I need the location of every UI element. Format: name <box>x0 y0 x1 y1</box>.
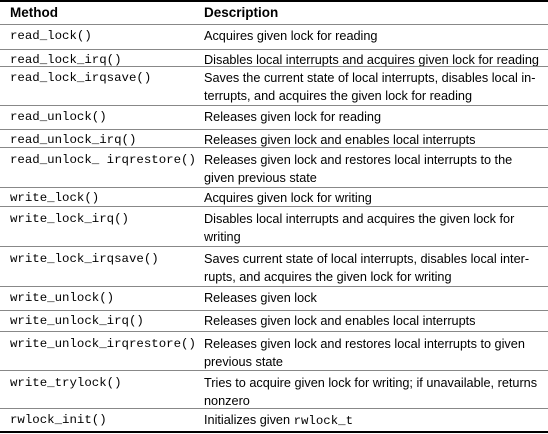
description-text: Initializes given <box>204 413 294 427</box>
type-name-code: rwlock_t <box>293 414 354 428</box>
method-description: Saves the current state of local interru… <box>204 69 544 105</box>
description-line: previous state <box>204 355 283 369</box>
description-line: Releases given lock and restores local i… <box>204 153 513 167</box>
method-description: Releases given lock <box>204 291 317 305</box>
row-divider <box>0 370 548 371</box>
row-divider <box>0 331 548 332</box>
method-description: Acquires given lock for writing <box>204 191 372 205</box>
method-description: Releases given lock and enables local in… <box>204 314 476 328</box>
method-description: Initializes given rwlock_t <box>204 411 544 430</box>
method-name: write_trylock() <box>10 376 122 390</box>
method-description: Saves current state of local interrupts,… <box>204 250 544 286</box>
description-line: rupts, and acquires the given lock for w… <box>204 270 452 284</box>
row-divider <box>0 408 548 409</box>
row-divider <box>0 246 548 247</box>
header-divider <box>0 24 548 25</box>
header-description: Description <box>204 5 279 20</box>
description-line: nonzero <box>204 394 250 408</box>
row-divider <box>0 206 548 207</box>
table-header: Method Description <box>0 3 548 24</box>
method-description: Releases given lock and enables local in… <box>204 133 476 147</box>
row-divider <box>0 49 548 50</box>
row-divider <box>0 187 548 188</box>
method-name: write_lock() <box>10 191 100 205</box>
header-method: Method <box>10 5 58 20</box>
method-name: write_lock_irqsave() <box>10 252 159 266</box>
method-name: read_unlock_irq() <box>10 133 137 147</box>
description-line: Disables local interrupts and acquires t… <box>204 212 515 226</box>
row-divider <box>0 105 548 106</box>
description-line: writing <box>204 230 241 244</box>
method-name: write_lock_irq() <box>10 212 129 226</box>
method-name: write_unlock() <box>10 291 115 305</box>
method-name: read_unlock_ irqrestore() <box>10 153 196 167</box>
row-divider <box>0 129 548 130</box>
table-bottom-rule <box>0 431 548 433</box>
method-name: rwlock_init() <box>10 413 107 427</box>
method-name: read_unlock() <box>10 110 107 124</box>
description-line: terrupts, and acquires the given lock fo… <box>204 89 472 103</box>
method-description: Acquires given lock for reading <box>204 29 378 43</box>
description-line: Saves the current state of local interru… <box>204 71 536 85</box>
method-description: Tries to acquire given lock for writing;… <box>204 374 544 410</box>
description-line: given previous state <box>204 171 317 185</box>
method-name: read_lock() <box>10 29 92 43</box>
row-divider <box>0 310 548 311</box>
description-line: Releases given lock and restores local i… <box>204 337 525 351</box>
row-divider <box>0 286 548 287</box>
table-top-rule <box>0 0 548 2</box>
method-description: Releases given lock and restores local i… <box>204 151 544 187</box>
description-line: Tries to acquire given lock for writing;… <box>204 376 538 390</box>
method-description: Releases given lock and restores local i… <box>204 335 544 371</box>
row-divider <box>0 66 548 67</box>
method-description: Releases given lock for reading <box>204 110 382 124</box>
method-name: write_unlock_irqrestore() <box>10 337 196 351</box>
method-description: Disables local interrupts and acquires t… <box>204 210 544 246</box>
method-name: read_lock_irq() <box>10 53 122 67</box>
method-description: Disables local interrupts and acquires g… <box>204 53 539 67</box>
method-name: read_lock_irqsave() <box>10 71 152 85</box>
row-divider <box>0 147 548 148</box>
method-name: write_unlock_irq() <box>10 314 144 328</box>
description-line: Saves current state of local interrupts,… <box>204 252 530 266</box>
